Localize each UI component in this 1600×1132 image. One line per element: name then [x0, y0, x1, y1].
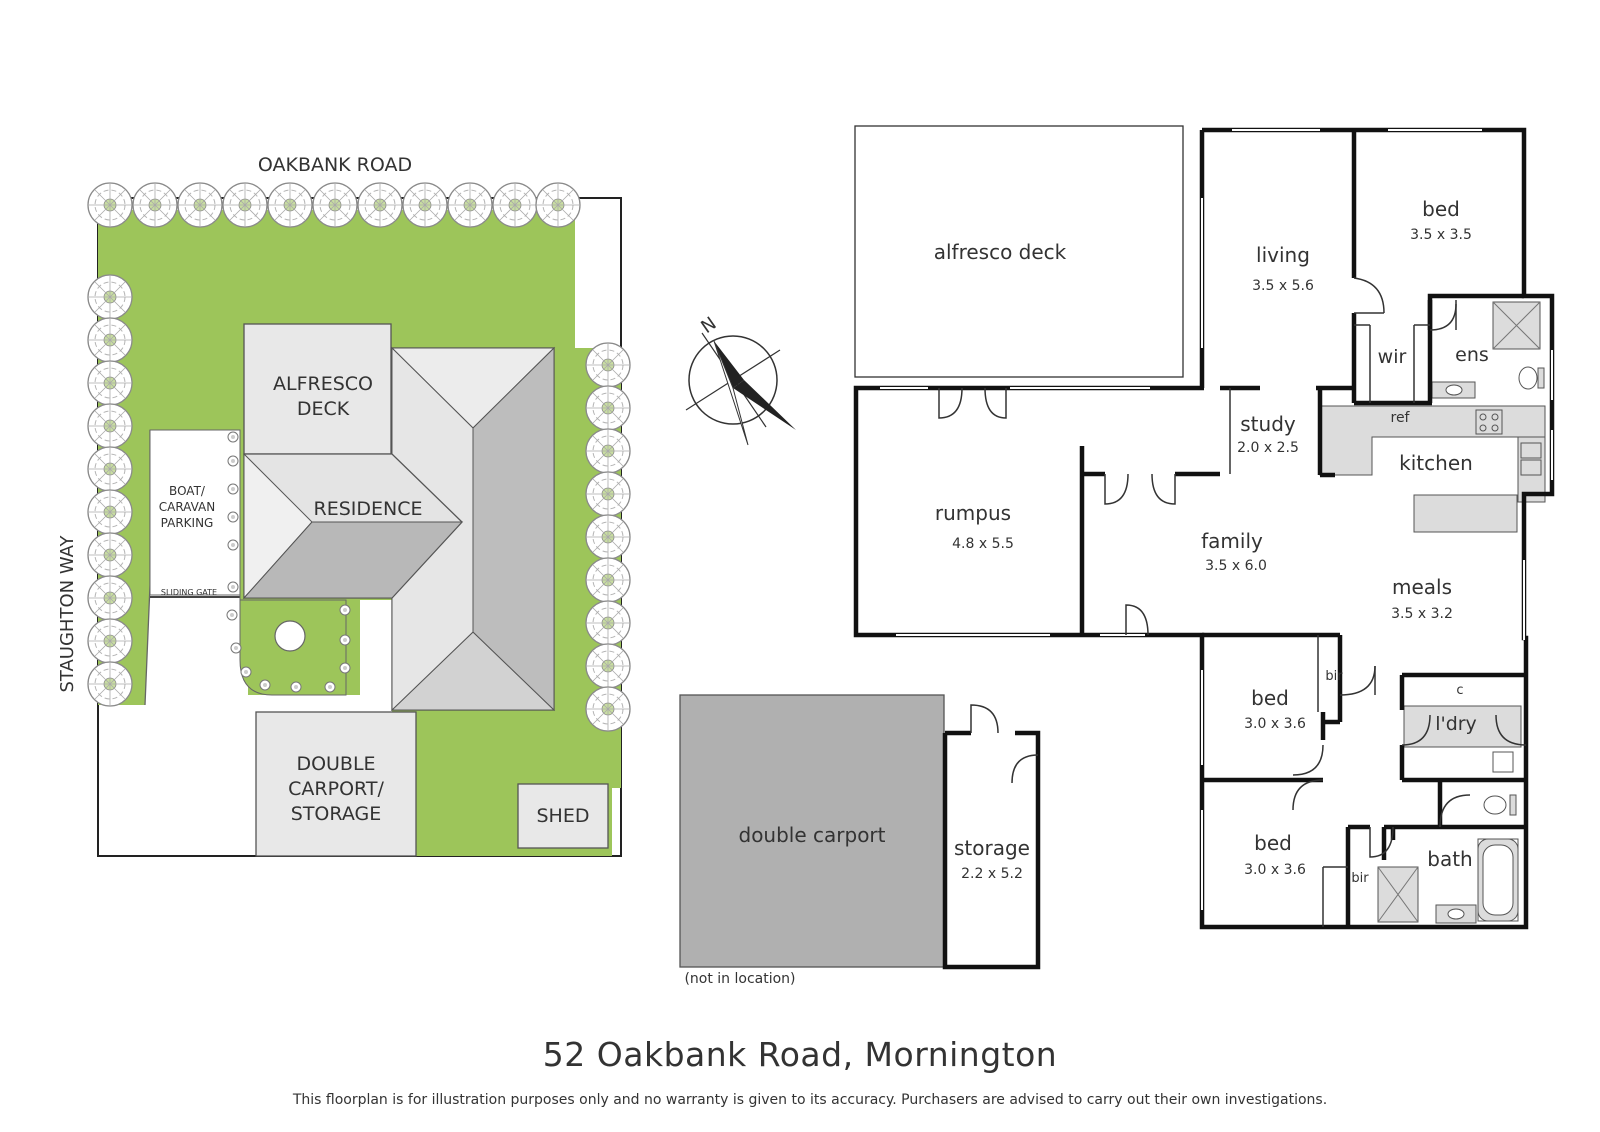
- label-not-in-location: (not in location): [684, 971, 795, 987]
- windows: [880, 129, 1553, 910]
- label-rumpus-dims: 4.8 x 5.5: [952, 536, 1014, 552]
- label-bed-main: bed: [1422, 197, 1460, 221]
- label-wir: wir: [1378, 346, 1407, 368]
- compass-needle: [714, 341, 744, 388]
- label-site-alfresco-1: ALFRESCO: [273, 373, 373, 395]
- label-linen: c: [1456, 683, 1463, 698]
- north-compass: N: [685, 313, 796, 446]
- room-alfresco-deck: [854, 125, 1184, 378]
- label-shed: SHED: [537, 805, 590, 827]
- site-shed: [517, 783, 609, 849]
- ensuite-fixtures: [1431, 301, 1545, 399]
- label-rumpus: rumpus: [935, 501, 1011, 525]
- label-bed3: bed: [1254, 831, 1292, 855]
- label-site-carport-1: DOUBLE: [296, 753, 375, 775]
- compass-north-letter: N: [697, 313, 720, 338]
- label-double-carport: double carport: [739, 823, 886, 847]
- label-boat-2: CARAVAN: [159, 500, 216, 514]
- label-bed2: bed: [1251, 686, 1289, 710]
- label-bed3-dims: 3.0 x 3.6: [1244, 862, 1306, 878]
- label-storage-dims: 2.2 x 5.2: [961, 866, 1023, 882]
- label-study-dims: 2.0 x 2.5: [1237, 440, 1299, 456]
- bathroom-fixtures: [1377, 838, 1519, 924]
- label-kitchen: kitchen: [1399, 451, 1473, 475]
- label-family-dims: 3.5 x 6.0: [1205, 558, 1267, 574]
- label-storage: storage: [954, 836, 1030, 860]
- property-address-title: 52 Oakbank Road, Mornington: [542, 1035, 1058, 1074]
- wir-rails: [1354, 324, 1430, 403]
- trees-top-row: [87, 182, 581, 228]
- double-carport-area: [679, 694, 945, 968]
- label-site-carport-3: STORAGE: [291, 803, 381, 825]
- label-bed-main-dims: 3.5 x 3.5: [1410, 227, 1472, 243]
- label-boat-1: BOAT/: [169, 484, 206, 498]
- toilet-icon: [1483, 794, 1517, 816]
- label-family: family: [1201, 529, 1263, 553]
- residence-roof: [242, 346, 556, 712]
- label-sliding-gate: SLIDING GATE: [161, 588, 217, 597]
- label-site-carport-2: CARPORT/: [288, 778, 384, 800]
- label-study: study: [1240, 412, 1296, 436]
- robe-lines: [1317, 635, 1348, 927]
- label-road-left: STAUGHTON WAY: [57, 534, 78, 692]
- label-ref: ref: [1391, 410, 1411, 426]
- site-alfresco-deck: [243, 323, 392, 455]
- trees-right-column: [585, 342, 631, 732]
- disclaimer-text: This floorplan is for illustration purpo…: [292, 1092, 1328, 1108]
- label-alfresco-deck: alfresco deck: [934, 240, 1067, 264]
- stove-icon: [1475, 409, 1503, 435]
- site-plan: OAKBANK ROAD STAUGHTON WAY ALFRESCO DECK…: [57, 154, 631, 857]
- label-meals-dims: 3.5 x 3.2: [1391, 606, 1453, 622]
- label-bed3-robe: bir: [1351, 871, 1369, 886]
- garden-feature: [274, 620, 306, 652]
- label-bath: bath: [1427, 847, 1472, 871]
- label-meals: meals: [1392, 575, 1452, 599]
- label-laundry: l'dry: [1435, 713, 1477, 735]
- label-bed2-dims: 3.0 x 3.6: [1244, 716, 1306, 732]
- label-ens: ens: [1455, 344, 1489, 366]
- kitchen-benches: [1319, 405, 1546, 533]
- label-living-dims: 3.5 x 5.6: [1252, 278, 1314, 294]
- label-living: living: [1256, 243, 1310, 267]
- label-road-top: OAKBANK ROAD: [258, 154, 412, 176]
- label-residence: RESIDENCE: [314, 498, 423, 520]
- label-boat-3: PARKING: [161, 516, 214, 530]
- sink-icon: [1520, 442, 1542, 476]
- doors: [938, 277, 1527, 858]
- label-bed2-robe: bir: [1325, 669, 1343, 684]
- laundry-fixtures: [1403, 705, 1522, 773]
- floor-plan: alfresco deck living 3.5 x 5.6 bed 3.5 x…: [679, 125, 1555, 987]
- label-site-alfresco-2: DECK: [297, 398, 350, 420]
- site-double-carport: [255, 711, 417, 857]
